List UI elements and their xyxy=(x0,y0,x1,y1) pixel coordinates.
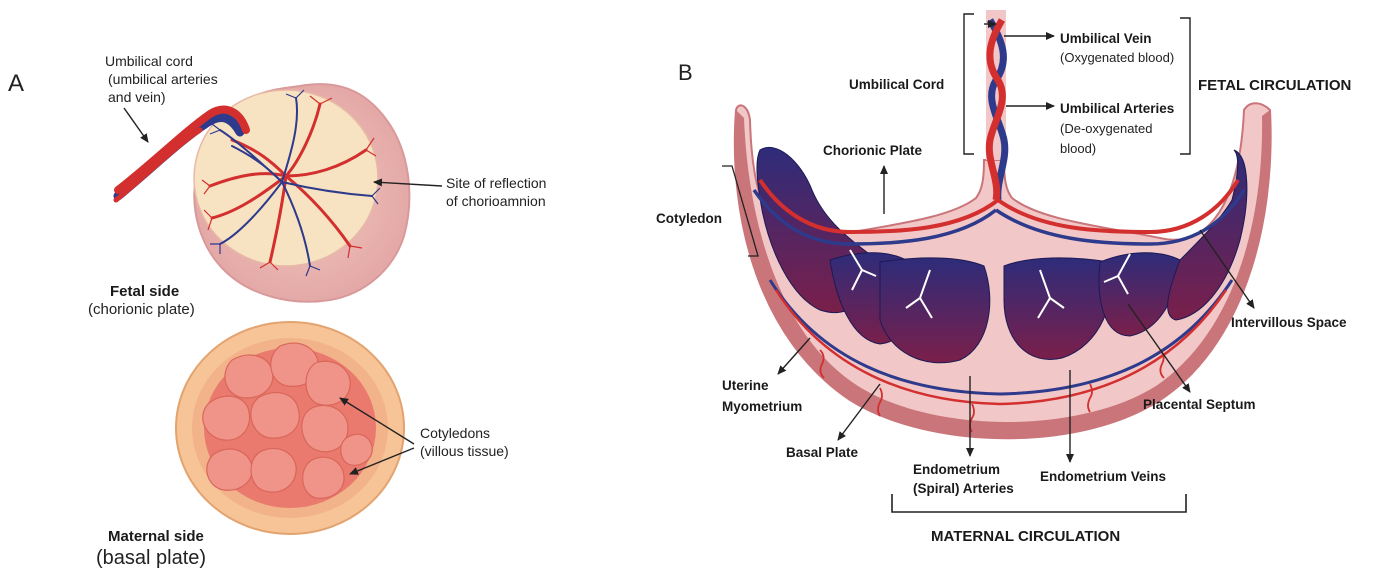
endometrium-veins-label: Endometrium Veins xyxy=(1040,469,1166,484)
cotyledons-line1: Cotyledons xyxy=(420,425,490,441)
svg-text:Uterine Myometrium: Uterine Myometrium xyxy=(722,378,802,414)
endometrium-arteries-line2: (Spiral) Arteries xyxy=(913,481,1014,496)
maternal-bracket xyxy=(892,494,1186,512)
site-of-reflection-line2: of chorioamnion xyxy=(446,193,546,209)
umbilical-vein-label: Umbilical Vein xyxy=(1060,31,1152,46)
panel-b-letter: B xyxy=(678,60,693,85)
umbilical-cord-line2: (umbilical arteries xyxy=(108,71,218,87)
fetal-side-illustration xyxy=(116,84,409,302)
svg-text:Umbilical cord (umbilica: Umbilical cord (umbilical arteries and v… xyxy=(105,53,222,105)
uterine-myometrium-line1: Uterine xyxy=(722,378,769,393)
maternal-side-subtitle: (basal plate) xyxy=(96,547,206,569)
svg-text:(De-oxygenated blood): (De-oxygenated blood) xyxy=(1060,121,1156,156)
maternal-side-title: Maternal side xyxy=(108,528,204,545)
cotyledons-line2: (villous tissue) xyxy=(420,443,509,459)
panel-a: A xyxy=(8,53,550,569)
fetal-side-title: Fetal side xyxy=(110,283,179,300)
panel-a-letter: A xyxy=(8,70,24,97)
fetal-circulation-label: FETAL CIRCULATION xyxy=(1198,77,1351,94)
intervillous-space-label: Intervillous Space xyxy=(1231,315,1347,330)
basal-plate-label: Basal Plate xyxy=(786,445,859,460)
umbilical-bracket-left xyxy=(964,14,974,154)
placental-septum-label: Placental Septum xyxy=(1143,397,1256,412)
site-of-reflection-line1: Site of reflection xyxy=(446,175,546,191)
maternal-side-illustration xyxy=(176,322,404,534)
umbilical-vein-note: (Oxygenated blood) xyxy=(1060,50,1174,65)
svg-text:Cotyledons (villous tiss: Cotyledons (villous tissue) xyxy=(420,425,509,459)
umbilical-arteries-note-line1: (De-oxygenated xyxy=(1060,121,1153,136)
umbilical-arteries-label: Umbilical Arteries xyxy=(1060,101,1174,116)
umbilical-cord-label: Umbilical Cord xyxy=(849,77,944,92)
panel-b: B xyxy=(656,10,1351,545)
cotyledon-label: Cotyledon xyxy=(656,211,722,226)
umbilical-cord-line3: and vein) xyxy=(108,89,166,105)
chorionic-plate-label: Chorionic Plate xyxy=(823,143,923,158)
svg-text:Endometrium (Spiral) Art: Endometrium (Spiral) Arteries xyxy=(913,462,1014,496)
svg-text:Site of reflection of ch: Site of reflection of chorioamnion xyxy=(446,175,550,209)
maternal-circulation-label: MATERNAL CIRCULATION xyxy=(931,528,1120,545)
umbilical-cord-arrow xyxy=(124,108,148,142)
fetal-side-subtitle: (chorionic plate) xyxy=(88,301,195,318)
umbilical-bracket-right xyxy=(1180,18,1190,154)
uterine-myometrium-line2: Myometrium xyxy=(722,399,802,414)
endometrium-arteries-line1: Endometrium xyxy=(913,462,1000,477)
umbilical-cord-line1: Umbilical cord xyxy=(105,53,193,69)
umbilical-arteries-note-line2: blood) xyxy=(1060,141,1096,156)
